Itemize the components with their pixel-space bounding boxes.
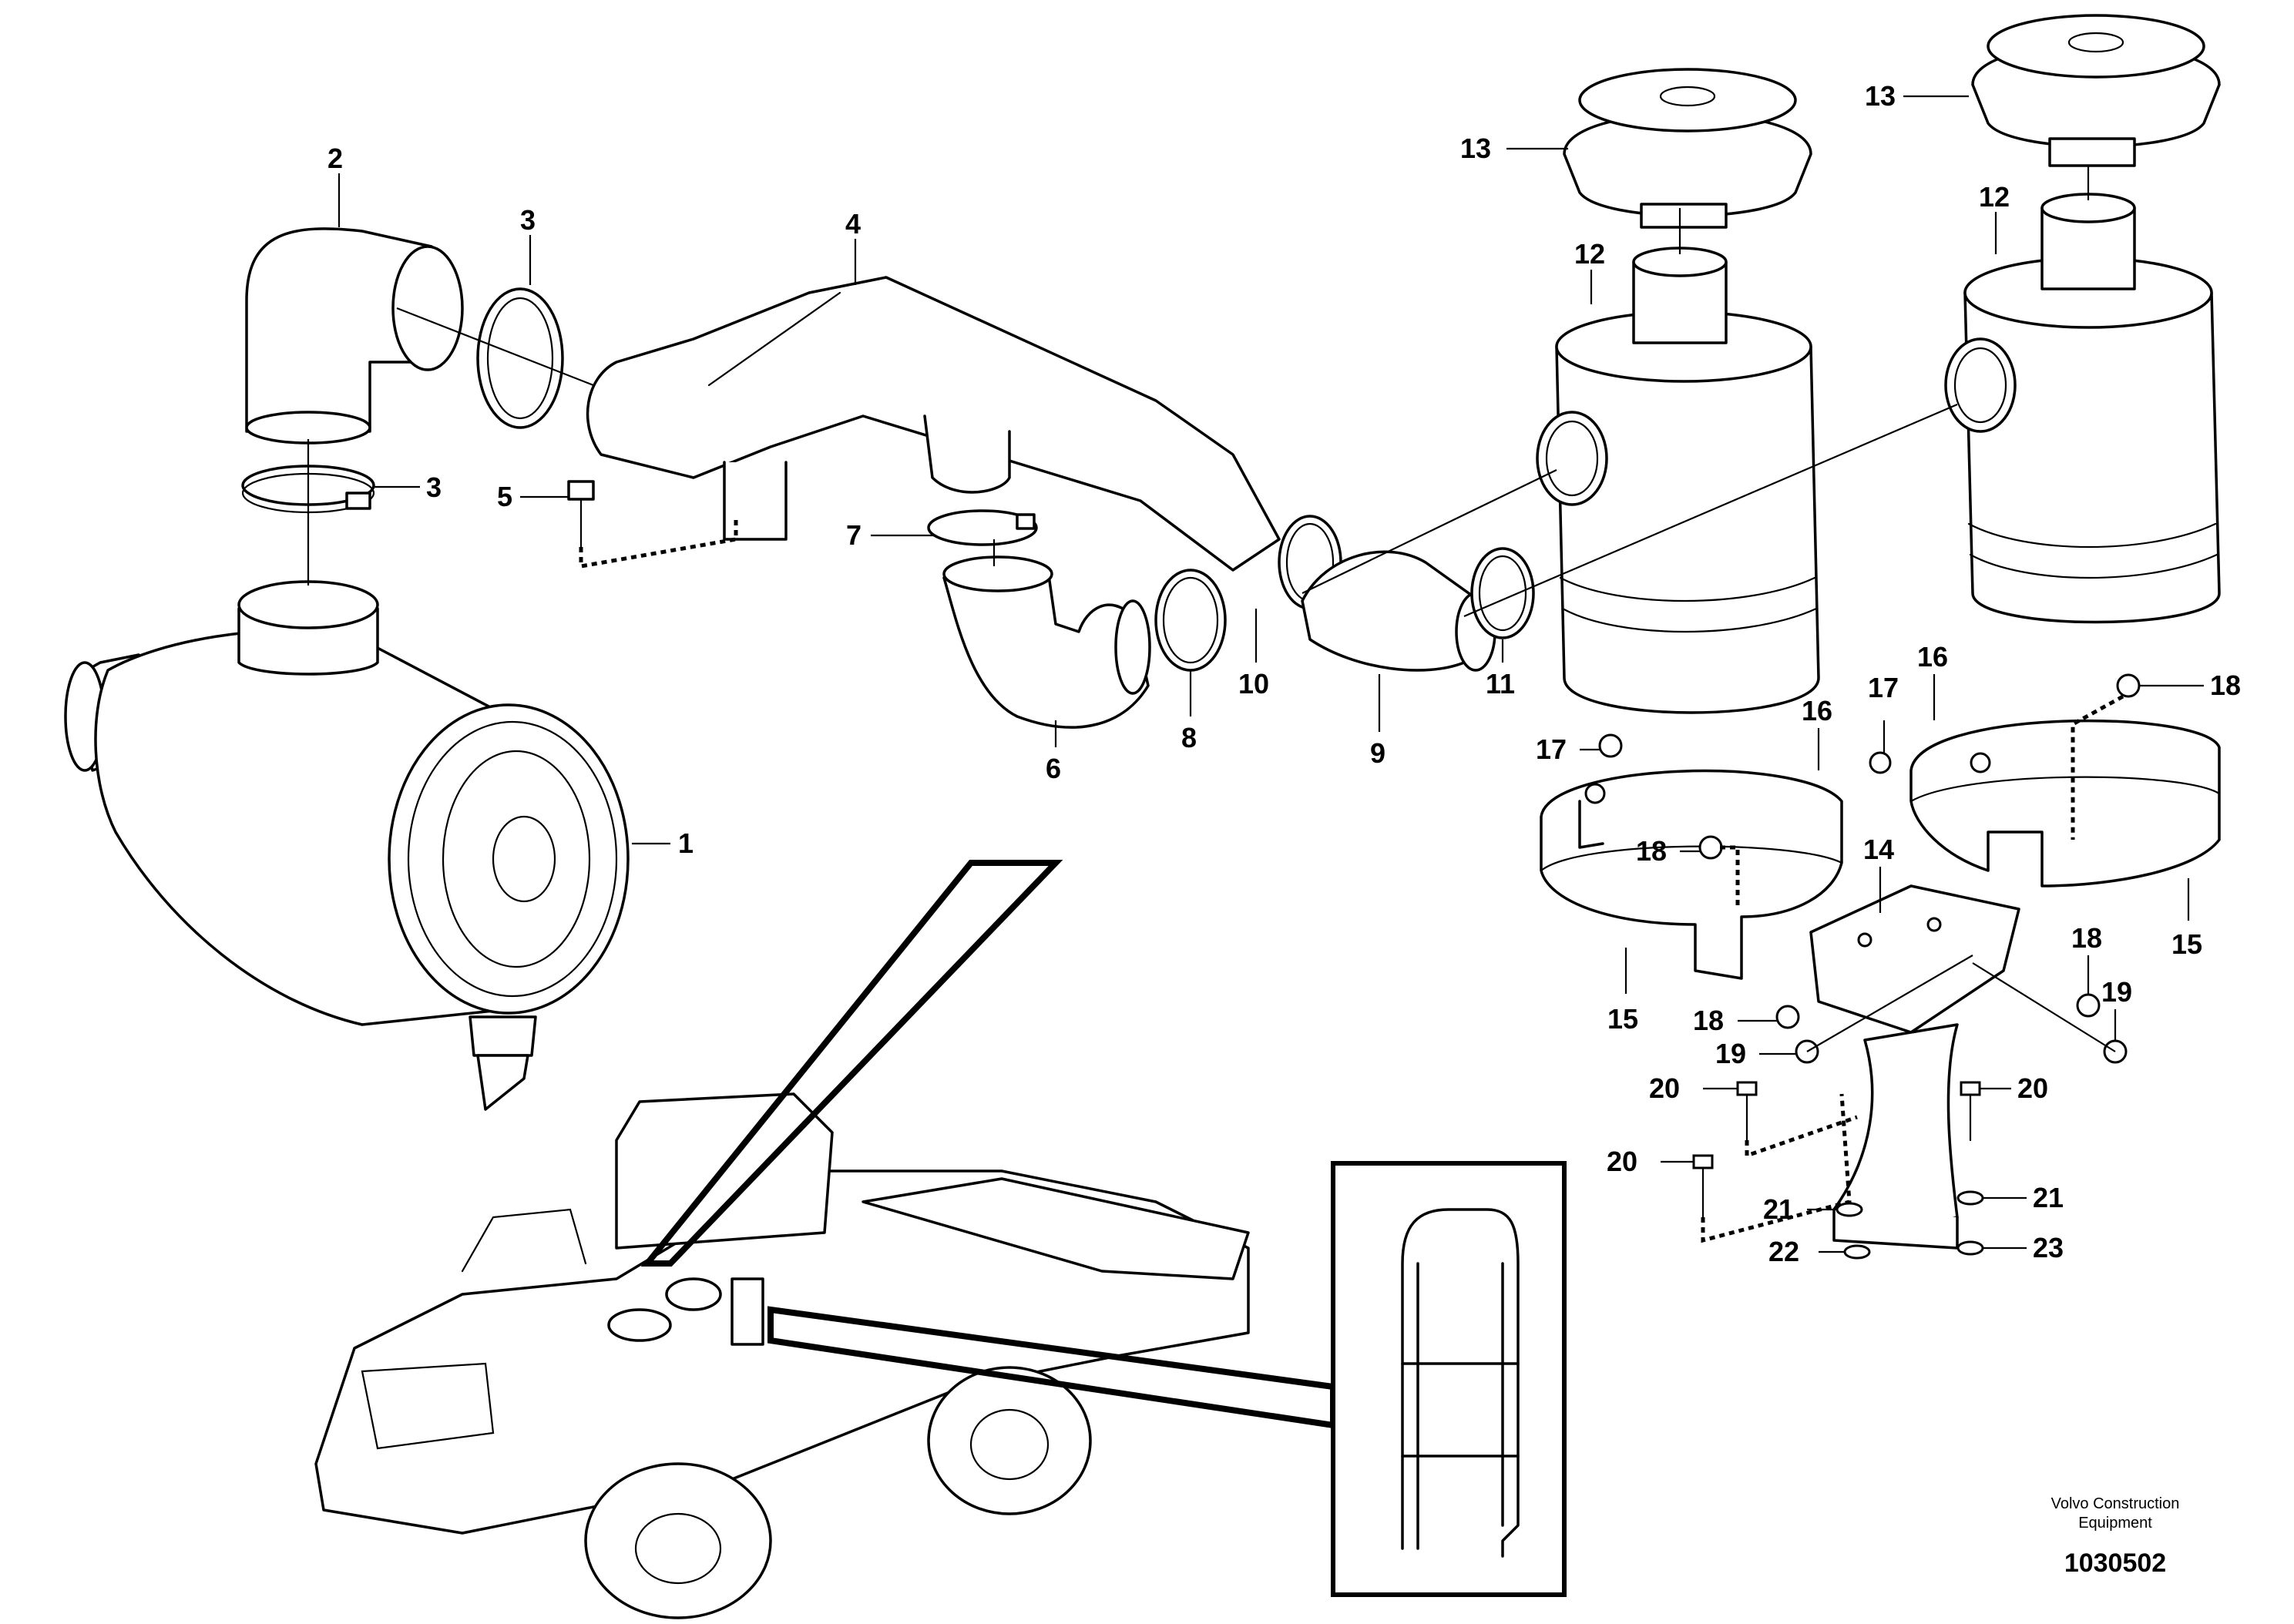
callout-20-lower: 20 (1607, 1146, 1637, 1177)
callout-17-right: 17 (1868, 672, 1899, 703)
callout-5: 5 (497, 481, 512, 512)
callout-10: 10 (1238, 668, 1269, 700)
company-name-line2: Equipment (2078, 1515, 2152, 1532)
elbow-hose-2 (245, 227, 464, 445)
drawing-number: 1030502 (2064, 1549, 2166, 1578)
callout-18-lower-right: 18 (2071, 922, 2102, 954)
callout-23: 23 (2033, 1232, 2064, 1263)
company-name-line1: Volvo Construction (2051, 1495, 2180, 1512)
assembly-alignment-lines (307, 166, 2090, 618)
callout-20-right: 20 (2017, 1072, 2048, 1104)
ladder-detail-inset (1331, 1161, 1567, 1597)
fasteners (1598, 673, 2141, 1260)
callout-7: 7 (846, 519, 862, 551)
air-cleaner-canister-12-center (1536, 247, 1820, 714)
hose-clamp-7 (927, 509, 1038, 546)
rain-cap-13-center (1563, 68, 1812, 229)
callout-15-right: 15 (2171, 928, 2202, 960)
bracket-band-right (1909, 719, 2221, 887)
callout-1: 1 (678, 827, 694, 859)
air-cleaner-canister-12-right (1944, 193, 2221, 624)
callout-21-left: 21 (1763, 1193, 1794, 1225)
hose-clamp-8 (1154, 569, 1227, 672)
elbow-hose-6 (942, 555, 1151, 729)
callout-14: 14 (1863, 834, 1894, 865)
callout-2: 2 (327, 143, 343, 174)
callout-17-left: 17 (1536, 733, 1567, 765)
callout-16-right: 16 (1917, 641, 1948, 673)
callout-21-right: 21 (2033, 1182, 2064, 1213)
bracket-band-left (1540, 769, 1843, 980)
callout-labels: 1 2 3 3 4 5 6 7 8 9 10 11 12 12 13 13 14… (327, 80, 2241, 1267)
callout-4: 4 (845, 208, 861, 240)
wheel-loader-overview (314, 1092, 1250, 1619)
mounting-bracket-14 (1809, 884, 2020, 1250)
intake-pipe-4 (586, 276, 1281, 572)
title-block: Volvo Construction Equipment 1030502 (2051, 1495, 2180, 1578)
callout-12-right: 12 (1979, 181, 2010, 213)
callout-22: 22 (1768, 1236, 1799, 1267)
callout-3-lower: 3 (426, 471, 442, 503)
callout-19-left: 19 (1715, 1038, 1746, 1069)
callout-16-left: 16 (1802, 695, 1832, 726)
callout-3-top: 3 (520, 204, 536, 236)
callout-6: 6 (1046, 753, 1061, 784)
air-cleaner-left (64, 580, 630, 1111)
callout-8: 8 (1181, 722, 1197, 753)
callout-18-left: 18 (1636, 835, 1667, 867)
hose-clamp-3-upper (476, 287, 564, 429)
callout-20-top: 20 (1649, 1072, 1680, 1104)
callout-18-lower-left: 18 (1693, 1005, 1724, 1036)
callout-9: 9 (1370, 737, 1385, 769)
callout-13-right: 13 (1865, 80, 1896, 112)
callout-15-left: 15 (1607, 1003, 1638, 1035)
callout-19-right: 19 (2101, 976, 2132, 1008)
callout-13-center: 13 (1460, 133, 1491, 164)
callout-11: 11 (1486, 668, 1515, 700)
callout-leaders (338, 95, 2204, 1253)
callout-12-center: 12 (1574, 238, 1605, 270)
callout-18-top-right: 18 (2210, 669, 2241, 701)
elbow-hose-9 (1301, 550, 1496, 672)
bolt-5 (567, 480, 738, 569)
hose-clamp-11 (1470, 547, 1535, 639)
rain-cap-13-right (1971, 14, 2221, 167)
